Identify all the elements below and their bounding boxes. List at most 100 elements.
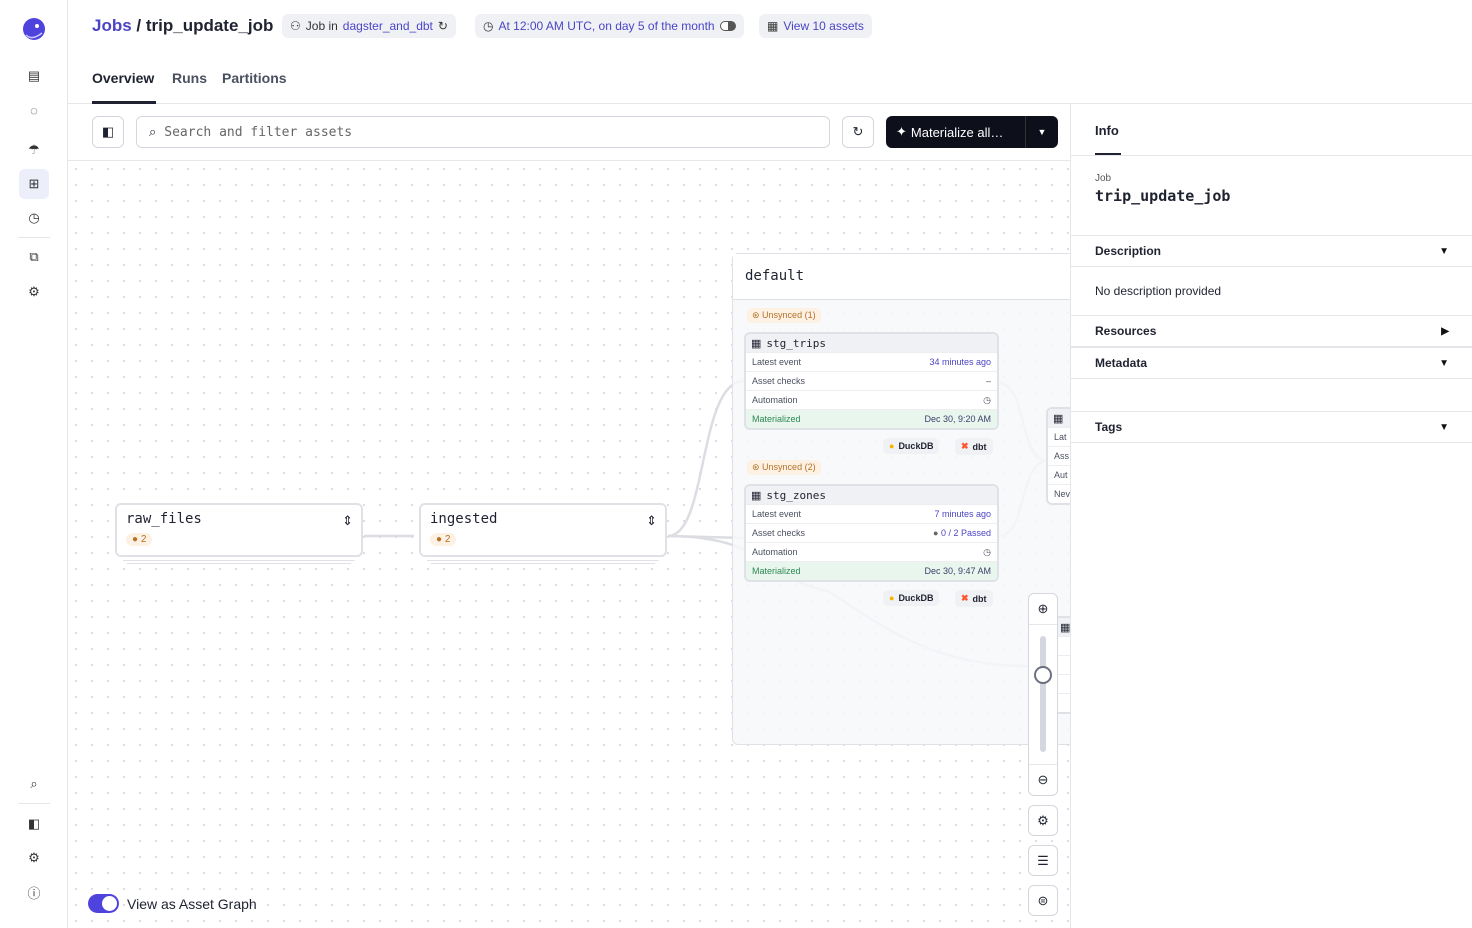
chevron-down-icon: ▼ [1439,245,1449,257]
tab-info[interactable]: Info [1095,123,1119,138]
op-node-raw-files[interactable]: raw_files⇕● 2 [115,503,363,564]
toggle-sidebar-button[interactable]: ◧ [92,116,124,148]
sliders-icon: ☰ [1037,852,1049,868]
breadcrumb-separator: / [131,16,146,35]
lineage-icon[interactable]: ⧉ [29,249,39,264]
table-icon: ▦ [767,19,779,33]
unsynced-badge[interactable]: ⊛ Unsynced (2) [747,460,821,475]
asset-checks-value[interactable]: 0 / 2 Passed [940,528,991,538]
help-icon[interactable]: ⓘ [27,885,41,901]
asset-graph-canvas[interactable]: raw_files⇕● 2 ingested⇕● 2 default ⊛ Uns… [68,161,1070,928]
zoom-slider-handle[interactable] [1034,666,1052,684]
divider [18,803,50,804]
reload-icon[interactable]: ↻ [437,19,448,33]
expand-icon[interactable]: ⇕ [646,513,657,528]
clock-icon: ◷ [983,546,991,557]
table-icon: ▦ [751,489,762,502]
asset-search-input[interactable]: ⌕ Search and filter assets [136,116,830,148]
resources-section-header[interactable]: Resources▶ [1071,315,1472,347]
row-label: Lat [1048,427,1070,446]
expand-icon[interactable]: ⇕ [342,513,353,528]
job-tree-icon: ⚇ [290,19,301,33]
toggle-label: View as Asset Graph [127,895,257,912]
search-placeholder: Search and filter assets [164,124,353,140]
asset-node-partial[interactable]: ▦ Lat Ass Aut Nev [1046,407,1070,505]
row-label: Asset checks [752,376,806,386]
info-panel: Info Job trip_update_job Description▼ No… [1070,104,1472,928]
asset-name: stg_zones [766,488,827,502]
table-icon: ▦ [1053,412,1064,425]
row-label: Ass [1048,446,1070,465]
breadcrumb-jobs-link[interactable]: Jobs [92,16,132,35]
asset-checks-value: – [985,376,991,386]
zoom-in-button[interactable]: ⊕ [1029,594,1057,625]
materialize-all-button[interactable]: ✦Materialize all… ▼ [886,116,1058,148]
page-title: trip_update_job [145,16,274,35]
tag-dbt[interactable]: ✖dbt [955,438,993,455]
download-icon: ⊜ [1037,892,1049,908]
schedule-toggle[interactable] [719,21,736,31]
assets-icon[interactable]: ☂ [28,142,40,157]
tag-dbt[interactable]: ✖dbt [955,590,993,607]
latest-event-link[interactable]: 34 minutes ago [929,357,991,367]
job-name: trip_update_job [1095,187,1231,205]
view-assets-link[interactable]: View 10 assets [783,19,864,33]
runs-icon[interactable]: ◌ [30,102,38,118]
tag-duckdb[interactable]: ●DuckDB [883,438,940,454]
dbt-icon: ✖ [961,441,969,451]
zoom-out-button[interactable]: ⊖ [1029,764,1057,795]
deployment-icon[interactable]: ⚙ [28,284,40,299]
description-section-header[interactable]: Description▼ [1071,235,1472,267]
group-name: default [733,254,1070,300]
zoom-slider[interactable] [1040,636,1046,752]
asset-graph-toggle[interactable]: View as Asset Graph [88,894,257,913]
toggle-switch[interactable] [88,894,119,913]
tags-section-header[interactable]: Tags▼ [1071,411,1472,443]
active-tab-indicator [92,101,156,104]
materialized-time[interactable]: Dec 30, 9:47 AM [924,566,991,576]
op-node-ingested[interactable]: ingested⇕● 2 [419,503,667,564]
graph-filter-button[interactable]: ☰ [1028,845,1058,876]
materialize-dropdown-button[interactable]: ▼ [1025,116,1058,148]
gear-icon: ⚙ [1037,812,1049,828]
latest-event-link[interactable]: 7 minutes ago [934,509,991,519]
view-assets-pill[interactable]: ▦ View 10 assets [759,14,872,38]
search-icon: ⌕ [149,124,157,139]
reload-button[interactable]: ↻ [842,116,874,148]
chevron-down-icon: ▼ [1439,357,1449,369]
unsynced-badge[interactable]: ⊛ Unsynced (1) [747,308,821,323]
op-name: ingested [430,511,498,527]
materialize-label: Materialize all… [910,124,1004,140]
row-label: Latest event [752,357,802,367]
materialized-time[interactable]: Dec 30, 9:20 AM [924,414,991,424]
tab-runs[interactable]: Runs [172,70,207,86]
download-button[interactable]: ⊜ [1028,885,1058,916]
tag-duckdb[interactable]: ●DuckDB [883,590,940,606]
job-label: Job [1095,173,1112,184]
status-label: Materialized [752,566,801,576]
job-location-pill: ⚇ Job in dagster_and_dbt ↻ [282,14,456,38]
table-icon: ▦ [1060,621,1070,634]
jobs-icon[interactable]: ⊞ [19,169,49,199]
dbt-icon: ✖ [961,593,969,603]
graph-settings-button[interactable]: ⚙ [1028,805,1058,836]
settings-icon[interactable]: ⚙ [28,850,40,865]
panel-toggle-icon[interactable]: ◧ [27,816,41,831]
search-icon[interactable]: ⌕ [30,776,38,791]
pill-prefix: Job in [305,19,338,33]
row-label: Aut [1048,465,1070,484]
description-text: No description provided [1095,284,1222,298]
status-label: Materialized [752,414,801,424]
schedule-link[interactable]: At 12:00 AM UTC, on day 5 of the month [498,19,715,33]
graph-toolbar: ◧ ⌕ Search and filter assets ↻ ✦Materiali… [68,104,1070,161]
dagster-logo[interactable] [19,15,49,45]
refresh-icon: ↻ [852,124,864,139]
schedules-icon[interactable]: ◷ [28,210,40,225]
tab-overview[interactable]: Overview [92,70,155,86]
location-link[interactable]: dagster_and_dbt [342,19,433,33]
tab-partitions[interactable]: Partitions [222,70,287,86]
metadata-section-header[interactable]: Metadata▼ [1071,347,1472,379]
overview-icon[interactable]: ▤ [27,68,41,83]
